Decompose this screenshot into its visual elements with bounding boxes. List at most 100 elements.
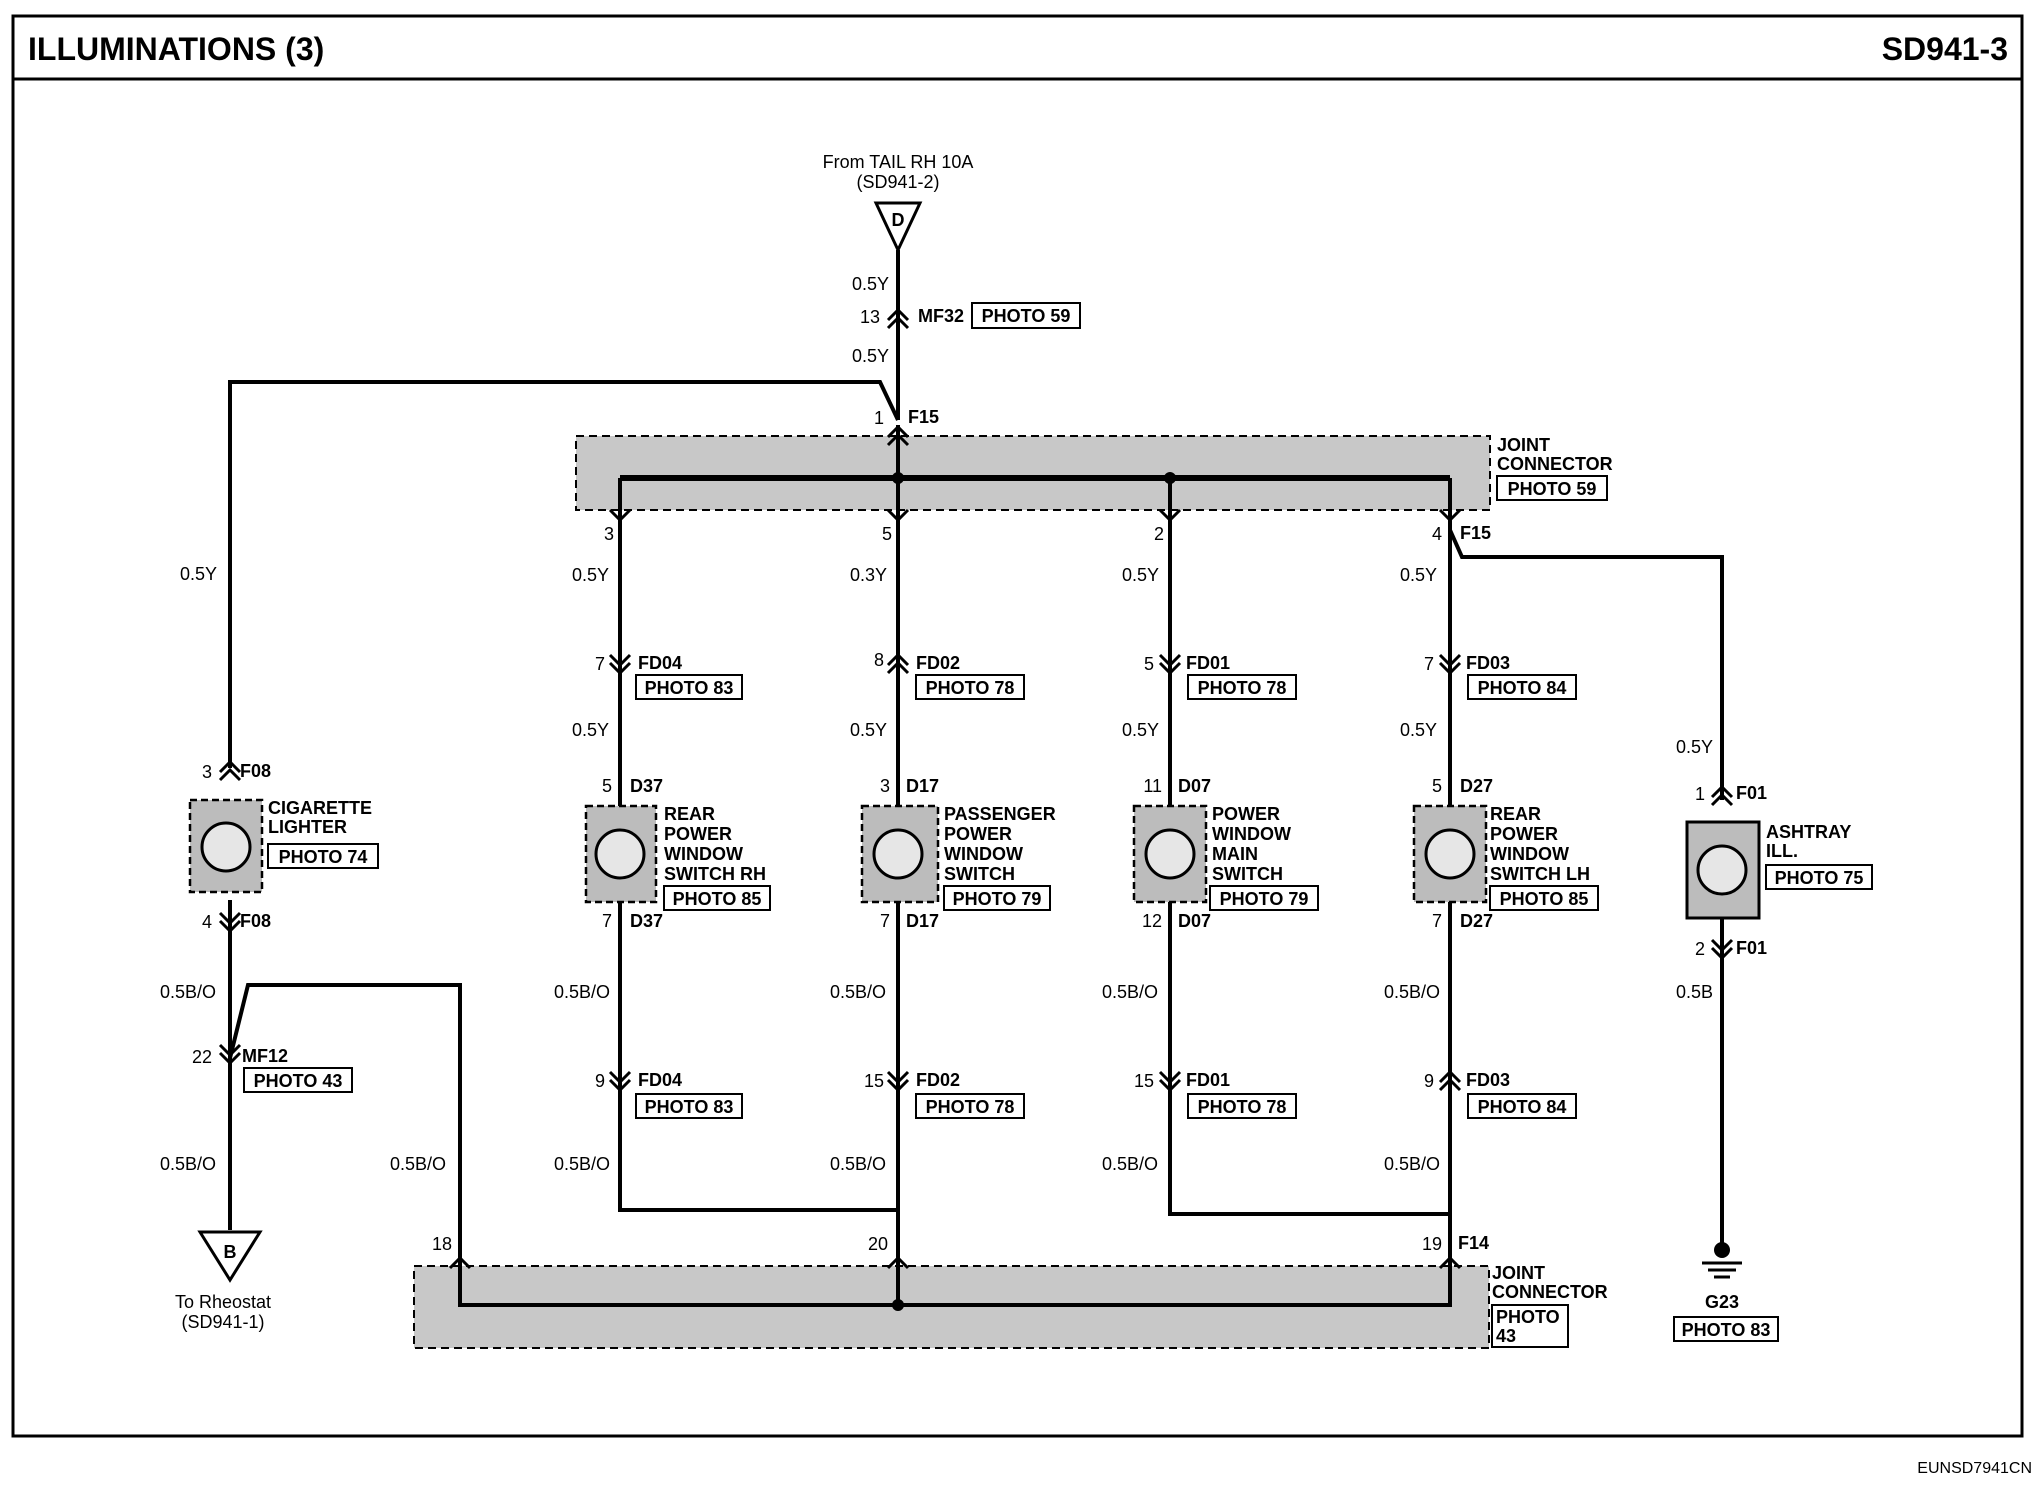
device-label: POWER [664,824,732,844]
photo-label: PHOTO 84 [1478,1097,1567,1117]
pin-label: 15 [864,1071,884,1091]
pin-label: 13 [860,307,880,327]
dest-line-2: (SD941-1) [181,1312,264,1332]
photo-box [635,674,743,700]
dest-b-triangle [197,1230,263,1283]
wire-label: 0.5B/O [1384,1154,1440,1174]
connector-name: FD01 [1186,653,1230,673]
connector-chevrons [218,307,1734,1270]
dest-line-1: To Rheostat [175,1292,271,1312]
junction-dot [892,1299,904,1311]
joint-bottom-label-1: JOINT [1492,1263,1545,1283]
column-rear-lh: 0.5Y 7 FD03 PHOTO 84 0.5Y 5 D27 REAR POW… [1384,565,1599,1174]
joint-top-label-2: CONNECTOR [1497,454,1613,474]
pin-label: 15 [1134,1071,1154,1091]
ground-photo: PHOTO 83 [1682,1320,1771,1340]
column-passenger: 0.3Y 8 FD02 PHOTO 78 0.5Y 3 D17 PASSENGE… [830,565,1056,1174]
wires [228,250,1724,1307]
connector-name: FD01 [1186,1070,1230,1090]
connector-name: D07 [1178,776,1211,796]
device-label: ILL. [1766,841,1798,861]
device-label: SWITCH [1212,864,1283,884]
column-rear-rh: 0.5Y 7 FD04 PHOTO 83 0.5Y 5 D37 REAR POW… [554,565,771,1174]
wire-label: 0.5Y [180,564,217,584]
photo-label: PHOTO 83 [645,678,734,698]
wire-label: 0.5B/O [1102,1154,1158,1174]
pin-label: 12 [1142,911,1162,931]
pin-label: 5 [602,776,612,796]
photo-box [663,885,771,911]
wire-label: 0.5Y [1400,720,1437,740]
connector-name: D17 [906,776,939,796]
device-label: SWITCH [944,864,1015,884]
device-label: MAIN [1212,844,1258,864]
device-label: WINDOW [944,844,1023,864]
pin-label: 5 [1432,776,1442,796]
photo-box [971,302,1081,329]
photo-box [1467,674,1577,700]
photo-label: PHOTO 59 [982,306,1071,326]
dest-b-letter: B [224,1242,237,1262]
device-label: WINDOW [1212,824,1291,844]
wire-label: 0.5Y [850,720,887,740]
connector-name: MF32 [918,306,964,326]
wire-label: 0.5Y [572,565,609,585]
photo-label: PHOTO 79 [953,889,1042,909]
column-main-switch: 0.5Y 5 FD01 PHOTO 78 0.5Y 11 D07 POWER W… [1102,565,1319,1174]
wire-left-top [228,380,900,768]
connector-name: FD02 [916,653,960,673]
footer-id: EUNSD7941CN [1917,1460,2032,1477]
photo-box [1496,475,1608,501]
outer-frame [11,14,2024,1438]
photo-label: PHOTO [1496,1307,1560,1327]
connector-name: D27 [1460,911,1493,931]
wire-label: 0.5B/O [554,982,610,1002]
junction-dot [892,472,904,484]
pin-label: 18 [432,1234,452,1254]
photo-box [1209,885,1319,911]
pin-label: 1 [1695,784,1705,804]
photo-box [1491,1304,1569,1348]
photo-box [1467,1093,1577,1119]
pin-label: 4 [202,912,212,932]
wire-label: 0.5B [1676,982,1713,1002]
connector-name: F08 [240,911,271,931]
source-line-1: From TAIL RH 10A [823,152,974,172]
pin-label: 3 [202,762,212,782]
connector-name: D27 [1460,776,1493,796]
pin-label: 8 [874,650,884,670]
wire-left-return [228,983,462,1262]
joint-bus-bottom [458,1262,1452,1307]
device-label: SWITCH LH [1490,864,1590,884]
photo-box [243,1067,353,1093]
wire-label: 0.5B/O [1384,982,1440,1002]
connector-name: D07 [1178,911,1211,931]
device-label: PASSENGER [944,804,1056,824]
wire-label: 0.5B/O [830,982,886,1002]
ground-name: G23 [1705,1292,1739,1312]
wire-label: 0.5Y [852,346,889,366]
connector-name: FD04 [638,653,682,673]
wire-label: 0.5Y [1676,737,1713,757]
connector-name: FD03 [1466,653,1510,673]
pin-label: 7 [1424,654,1434,674]
photo-box [1765,864,1873,890]
connector-name: MF12 [242,1046,288,1066]
photo-box [915,1093,1025,1119]
page-code: SD941-3 [1882,31,2008,67]
wire-label: 0.5Y [852,274,889,294]
joint-top-label-1: JOINT [1497,435,1550,455]
device-label: REAR [664,804,715,824]
device-label: WINDOW [664,844,743,864]
photo-box [267,843,379,869]
photo-label: PHOTO 85 [1500,889,1589,909]
wire-label: 0.5Y [572,720,609,740]
pin-label: 9 [595,1071,605,1091]
device-label: SWITCH RH [664,864,766,884]
connector-name: D37 [630,776,663,796]
connector-name: D37 [630,911,663,931]
photo-label: PHOTO 83 [645,1097,734,1117]
photo-box [1187,1093,1297,1119]
